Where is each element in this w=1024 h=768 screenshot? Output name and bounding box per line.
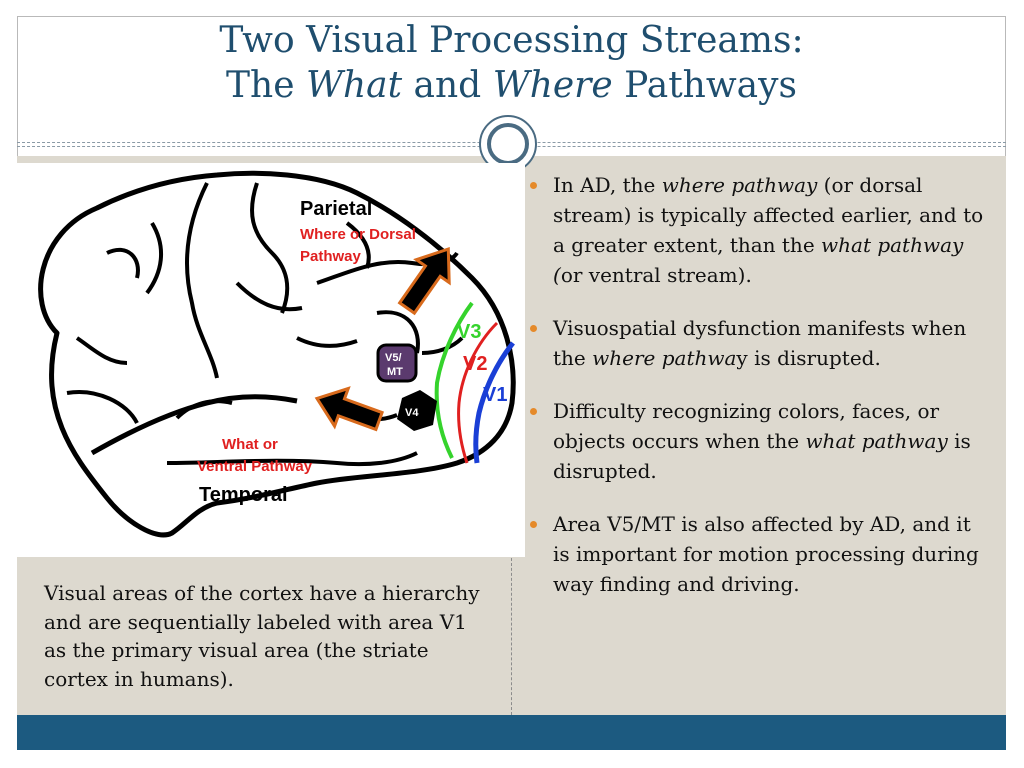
bullet-dot-icon xyxy=(530,182,537,189)
brain-diagram: Parietal Where or Dorsal Pathway V3 V2 V… xyxy=(38,170,516,538)
bullet-emphasis: where pathway xyxy=(661,173,818,197)
figure-caption: Visual areas of the cortex have a hierar… xyxy=(44,581,480,691)
title-text: The xyxy=(226,65,306,106)
ventral-arrow-icon xyxy=(314,386,385,432)
bullet-text: Visuospatial dysfunction manifests when … xyxy=(553,316,967,370)
parietal-label: Parietal xyxy=(300,198,372,220)
circle-ornament-inner xyxy=(487,123,529,165)
brain-sulcus xyxy=(106,247,140,279)
slide-title: Two Visual Processing Streams: The What … xyxy=(17,18,1006,108)
v4-label: V4 xyxy=(405,407,419,419)
brain-sulcus xyxy=(175,399,233,420)
bullet-dot-icon xyxy=(530,325,537,332)
bullet-emphasis: what pathway ( xyxy=(553,233,964,287)
v3-boundary xyxy=(434,301,474,459)
bullet-item: Area V5/MT is also affected by AD, and i… xyxy=(528,509,988,599)
v2-label: V2 xyxy=(463,353,487,375)
title-where: Where xyxy=(492,65,613,106)
bullet-list: In AD, the where pathway (or dorsal stre… xyxy=(528,170,988,622)
ventral-pathway-label-2: Ventral Pathway xyxy=(197,458,313,475)
title-text: Pathways xyxy=(612,65,797,106)
bullet-emphasis: what pathway xyxy=(805,429,948,453)
v5-label-2: MT xyxy=(387,366,403,378)
v3-label: V3 xyxy=(457,321,481,343)
v5-mt-box xyxy=(376,343,418,383)
title-line-1: Two Visual Processing Streams: xyxy=(219,20,804,61)
bullet-dot-icon xyxy=(530,521,537,528)
brain-sulcus xyxy=(345,221,371,269)
bullet-text: y is disrupted. xyxy=(736,346,881,370)
v1-label: V1 xyxy=(483,384,507,406)
bullet-text: is disrupted. xyxy=(553,429,971,483)
dorsal-arrow-icon xyxy=(397,246,451,316)
brain-sulcus xyxy=(66,390,139,424)
v1-boundary xyxy=(473,341,515,464)
bullet-dot-icon xyxy=(530,408,537,415)
brain-sulcus xyxy=(145,221,164,295)
v4-hexagon xyxy=(397,390,437,431)
dorsal-pathway-label-1: Where or Dorsal xyxy=(300,226,416,243)
bullet-text: In AD, the xyxy=(553,173,662,197)
bullet-text: (or dorsal stream) is typically affected… xyxy=(553,173,984,257)
brain-sulcus xyxy=(185,182,219,379)
v2-boundary xyxy=(457,321,499,464)
title-line-2: The What and Where Pathways xyxy=(17,63,1006,108)
brain-sulcus xyxy=(421,336,464,355)
bullet-emphasis: where pathwa xyxy=(592,346,737,370)
bullet-item: Difficulty recognizing colors, faces, or… xyxy=(528,396,988,486)
brain-sulcus xyxy=(75,336,128,365)
brain-figure: Parietal Where or Dorsal Pathway V3 V2 V… xyxy=(17,163,525,557)
title-what: What xyxy=(305,65,403,106)
bullet-text: Difficulty recognizing colors, faces, or… xyxy=(553,399,940,453)
brain-sulcus xyxy=(235,281,303,312)
ventral-pathway-label-1: What or xyxy=(222,436,278,453)
temporal-label: Temporal xyxy=(199,484,288,506)
title-text: and xyxy=(402,65,493,106)
brain-sulcus xyxy=(376,310,420,354)
bullet-text: Area V5/MT is also affected by AD, and i… xyxy=(553,512,979,596)
bullet-item: Visuospatial dysfunction manifests when … xyxy=(528,313,988,373)
bullet-text: or ventral stream). xyxy=(560,263,752,287)
caption-divider xyxy=(511,558,512,715)
footer-bar xyxy=(17,715,1006,750)
dorsal-pathway-label-2: Pathway xyxy=(300,248,362,265)
brain-sulcus xyxy=(250,182,290,314)
brain-sulcus xyxy=(166,451,418,467)
v5-label-1: V5/ xyxy=(385,352,402,364)
brain-sulcus xyxy=(296,336,358,348)
brain-outline xyxy=(38,170,516,538)
bullet-item: In AD, the where pathway (or dorsal stre… xyxy=(528,170,988,290)
